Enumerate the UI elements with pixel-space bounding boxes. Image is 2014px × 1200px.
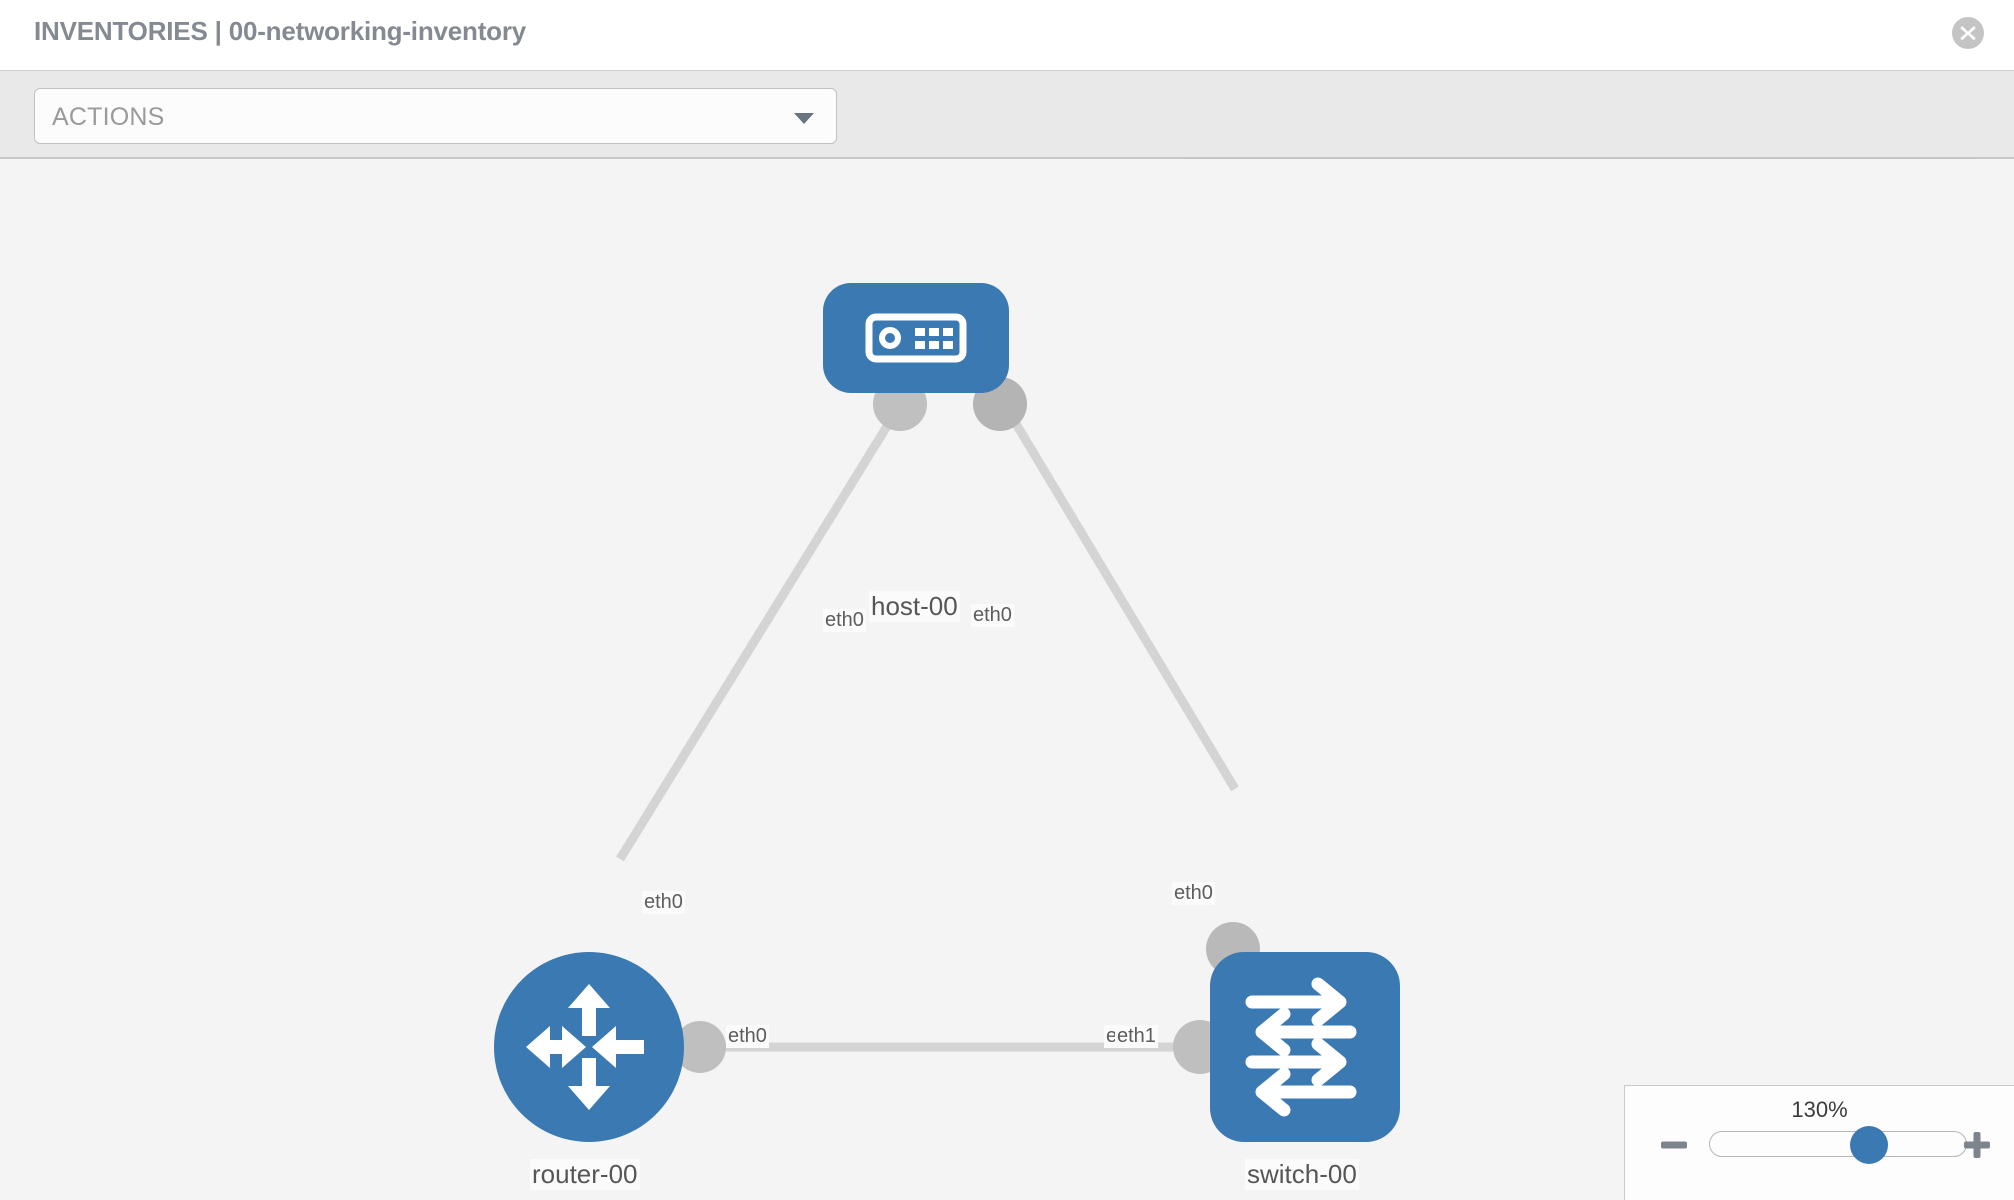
zoom-slider-thumb[interactable] — [1849, 1126, 1888, 1164]
node-host-00[interactable] — [823, 283, 1009, 393]
zoom-control-panel: 130% — [1624, 1085, 2014, 1200]
actions-dropdown-label: ACTIONS — [52, 103, 165, 131]
actions-dropdown[interactable]: ACTIONS — [34, 88, 837, 144]
minus-icon — [1661, 1141, 1687, 1149]
edge-host-router[interactable] — [616, 394, 909, 862]
page-title: INVENTORIES | 00-networking-inventory — [34, 16, 527, 46]
edge-label-router-right-eth: eth0 — [726, 1025, 769, 1048]
edge-label-host-left-eth: eth0 — [823, 609, 866, 632]
plus-icon — [1964, 1132, 1990, 1158]
port-router-right[interactable] — [674, 1021, 726, 1073]
edge-host-switch[interactable] — [996, 394, 1239, 792]
zoom-slider-track[interactable] — [1709, 1126, 1967, 1164]
node-router-00[interactable] — [494, 952, 684, 1142]
switch-arrows-icon — [1245, 977, 1357, 1117]
edge-label-switch-left-eth: eth1 — [1115, 1025, 1158, 1048]
close-button[interactable] — [1952, 17, 1984, 49]
chevron-down-icon — [794, 113, 814, 124]
edge-label-host-right-eth: eth0 — [971, 604, 1014, 627]
zoom-in-button[interactable] — [1962, 1130, 1992, 1160]
edge-label-switch-up-eth: eth0 — [1172, 882, 1215, 905]
router-arrows-icon — [526, 984, 644, 1110]
close-icon — [1960, 26, 1976, 41]
toolbar: ACTIONS SEARCH — [0, 70, 2014, 214]
node-switch-00[interactable] — [1210, 952, 1400, 1142]
zoom-out-button[interactable] — [1659, 1130, 1689, 1160]
page-header: INVENTORIES | 00-networking-inventory — [0, 0, 2014, 70]
node-label-router-00: router-00 — [530, 1159, 640, 1190]
switch-node-shape — [1210, 952, 1400, 1142]
router-node-shape — [494, 952, 684, 1142]
topology-canvas[interactable]: host-00 eth0 eth0 — [0, 159, 2014, 1200]
server-icon — [865, 313, 967, 363]
node-label-host-00: host-00 — [869, 591, 960, 622]
zoom-level-value: 130% — [1791, 1097, 1848, 1122]
edge-label-router-up-eth: eth0 — [642, 891, 685, 914]
node-label-switch-00: switch-00 — [1245, 1159, 1359, 1190]
host-node-shape — [823, 283, 1009, 393]
